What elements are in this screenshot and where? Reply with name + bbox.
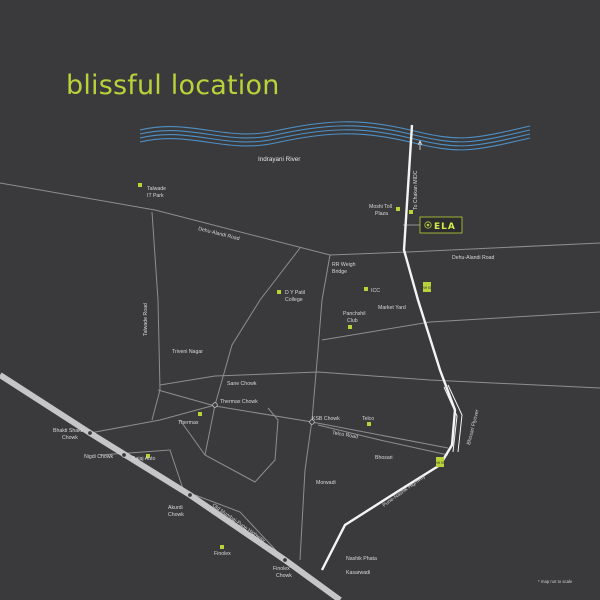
moshi-label-1: Moshi Toll bbox=[369, 204, 392, 210]
market-yard-label: Market Yard bbox=[378, 305, 406, 311]
ela-project-marker[interactable]: ELA bbox=[403, 216, 463, 234]
page-title: blissful location bbox=[66, 70, 280, 101]
dehu-alandi-road-label-right: Dehu-Alandi Road bbox=[452, 255, 495, 261]
ela-label: ELA bbox=[434, 222, 456, 232]
panchshil-label-1: Panchshil bbox=[343, 311, 366, 317]
target-icon bbox=[424, 221, 432, 229]
not-to-scale-note: * map not to scale bbox=[538, 579, 573, 584]
morwadi-label: Morwadi bbox=[316, 480, 336, 486]
bhosari-flyover-label: Bhosari Flyover bbox=[466, 409, 481, 446]
bajaj-auto-label: Bajaj Auto bbox=[132, 456, 155, 462]
panchshil-label-2: Club bbox=[347, 318, 358, 324]
arrow-up-icon bbox=[417, 140, 423, 150]
old-mumbai-pune-highway-label: Old Mumbai-Pune Highway bbox=[211, 503, 266, 544]
talwade-road-label: Talwade Road bbox=[143, 303, 149, 336]
talwade-label-1: Talwade bbox=[147, 186, 166, 192]
bhosari-flyover bbox=[443, 384, 463, 453]
dy-patil-label-2: College bbox=[285, 297, 303, 303]
talwade-label-2: IT Park bbox=[147, 193, 164, 199]
finolex-chowk-label-1: Finolex bbox=[273, 566, 290, 572]
dy-patil-label-1: D Y Patil bbox=[285, 290, 305, 296]
nigdi-chowk-label: Nigdi Chowk bbox=[84, 454, 114, 460]
bhosari-label: Bhosari bbox=[375, 455, 393, 461]
dehu-alandi-road-label-left: Dehu-Alandi Road bbox=[198, 226, 241, 242]
highway-badge-2: NH 50 bbox=[435, 457, 445, 467]
finolex-label: Finolex bbox=[214, 551, 231, 557]
indrayani-river bbox=[139, 121, 531, 151]
telco-label: Telco bbox=[362, 416, 374, 422]
to-chakan-label: To Chakan MIDC bbox=[413, 170, 419, 210]
triveni-label: Triveni Nagar bbox=[172, 349, 203, 355]
ksb-chowk-label: KSB Chowk bbox=[312, 416, 340, 422]
moshi-label-2: Plaza bbox=[375, 211, 388, 217]
rr-label-1: RR Weigh bbox=[332, 262, 356, 268]
landmark-markers bbox=[138, 183, 413, 549]
svg-text:NH 50: NH 50 bbox=[435, 461, 445, 465]
icc-label: ICC bbox=[371, 288, 380, 294]
akurdi-label-2: Chowk bbox=[168, 512, 184, 518]
svg-text:NH 50: NH 50 bbox=[422, 286, 432, 290]
rr-label-2: Bridge bbox=[332, 269, 347, 275]
junction-markers bbox=[87, 402, 315, 563]
telco-road-label: Telco Road bbox=[332, 430, 359, 440]
nashik-phata-label: Nashik Phata bbox=[346, 556, 377, 562]
road-network bbox=[0, 182, 600, 561]
highway-badge-1: NH 50 bbox=[422, 282, 432, 292]
sane-chowk-label: Sane Chowk bbox=[227, 381, 257, 387]
pune-nashik-highway-label: Pune-Nashik Highway bbox=[382, 474, 427, 509]
finolex-chowk-label-2: Chowk bbox=[276, 573, 292, 579]
bhakti-shakti-label-2: Chowk bbox=[62, 435, 78, 441]
thermax-chowk-label: Thermax Chowk bbox=[220, 399, 258, 405]
kasarwadi-label: Kasarwadi bbox=[346, 570, 370, 576]
river-label: Indrayani River bbox=[258, 156, 300, 163]
thermax-label: Thermax bbox=[178, 420, 199, 426]
akurdi-label-1: Akurdi bbox=[168, 505, 183, 511]
pune-nashik-highway bbox=[320, 124, 457, 571]
bhakti-shakti-label-1: Bhakti Shakti bbox=[53, 428, 83, 434]
